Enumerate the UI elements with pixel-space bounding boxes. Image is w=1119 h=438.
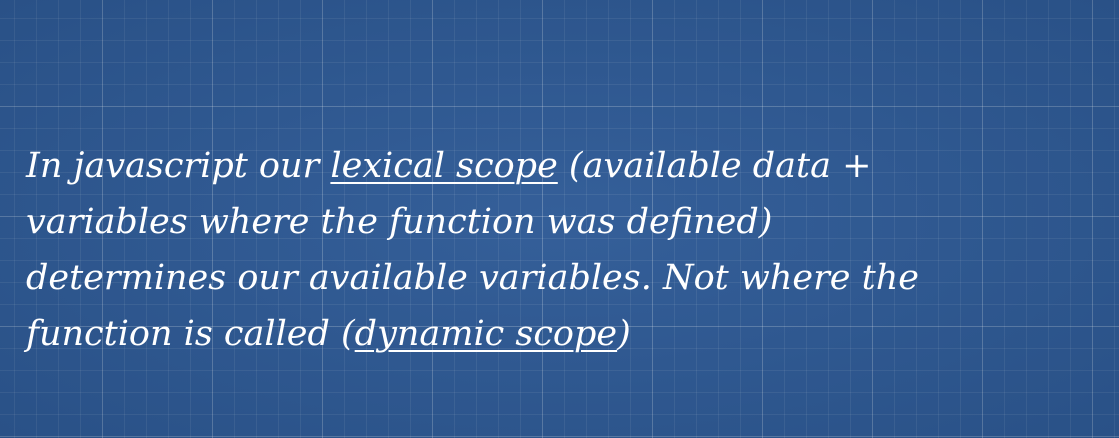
statement-line-4: function is called (dynamic scope) bbox=[26, 306, 1086, 362]
statement-line-1: In javascript our lexical scope (availab… bbox=[26, 138, 1086, 194]
dynamic-scope-term: dynamic scope bbox=[354, 314, 618, 354]
slide-statement: In javascript our lexical scope (availab… bbox=[26, 138, 1086, 362]
lexical-scope-term: lexical scope bbox=[330, 146, 558, 186]
statement-line-2: variables where the function was defined… bbox=[26, 202, 773, 242]
line-1-text-after: (available data + bbox=[557, 146, 872, 186]
line-4-text-after: ) bbox=[617, 314, 631, 354]
line-4-text-before: function is called ( bbox=[26, 314, 355, 354]
line-1-text-before: In javascript our bbox=[26, 146, 331, 186]
statement-line-3: determines our available variables. Not … bbox=[26, 258, 919, 298]
